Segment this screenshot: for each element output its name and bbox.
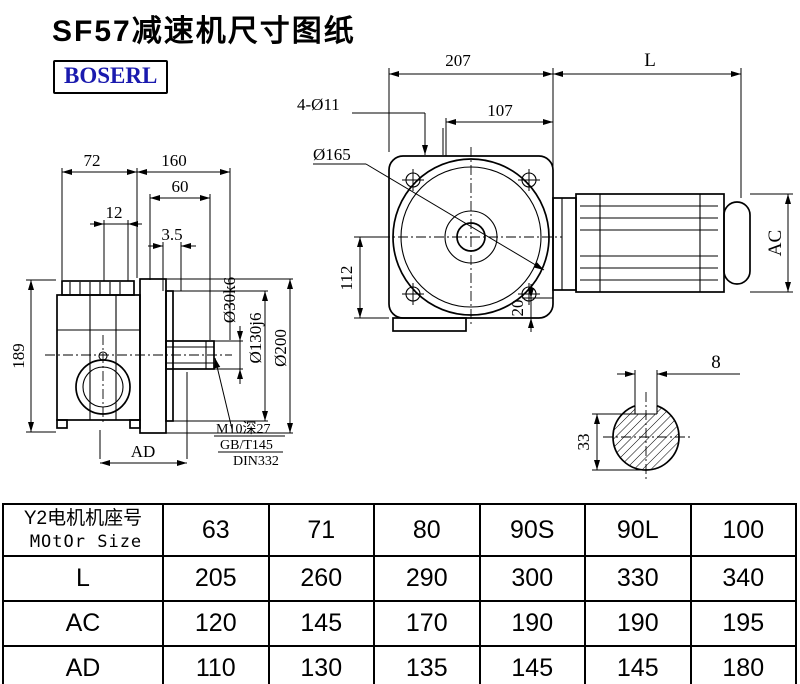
dim-shaft-dia xyxy=(214,326,243,384)
dim-33 xyxy=(592,413,646,471)
dim-AC xyxy=(750,193,793,293)
value-cell: 130 xyxy=(267,645,375,684)
dim-112-label: 112 xyxy=(337,266,356,291)
value-cell: 260 xyxy=(267,555,375,602)
dim-L-label: L xyxy=(644,50,656,71)
dim-72-160 xyxy=(61,168,231,340)
value-cell: 180 xyxy=(689,645,797,684)
dim-107 xyxy=(445,118,553,156)
value-cell: 190 xyxy=(584,600,692,647)
dim-107-label: 107 xyxy=(487,101,513,120)
table-row-AD: AD 110 130 135 145 145 180 xyxy=(2,645,797,684)
dim-189-label: 189 xyxy=(9,343,28,369)
dim-72-label: 72 xyxy=(84,151,101,170)
value-cell: 135 xyxy=(373,645,481,684)
value-cell: 120 xyxy=(162,600,270,647)
flange-spigot xyxy=(165,290,174,422)
right-view-gearbox-motor: 207 L 107 4-Ø11 Ø165 xyxy=(297,50,793,332)
dim-spigot-dia xyxy=(173,290,268,422)
page-title: SF57减速机尺寸图纸 xyxy=(52,15,356,48)
value-cell: 145 xyxy=(478,645,586,684)
motor-body xyxy=(575,193,725,293)
dim-207-label: 207 xyxy=(445,51,471,70)
dia165-callout: Ø165 xyxy=(313,145,545,271)
gearbox-body xyxy=(56,294,141,421)
value-cell: 110 xyxy=(162,645,270,684)
motor-adapter xyxy=(552,197,577,291)
motor-size-header-cell: Y2电机机座号 MOtOr Size xyxy=(2,503,164,557)
size-header-cell: 71 xyxy=(267,503,375,557)
dim-shaft-dia-label: Ø30k6 xyxy=(220,277,239,323)
motor-end-cap xyxy=(723,201,751,285)
row-label-cell: AD xyxy=(2,645,164,684)
tap-note-line2: GB/T145 xyxy=(220,438,273,453)
size-header-cell: 90L xyxy=(584,503,692,557)
motor-size-header-en: MOtOr Size xyxy=(29,532,143,552)
value-cell: 330 xyxy=(584,555,692,602)
dim-20 xyxy=(522,284,553,332)
dim-flange-dia xyxy=(166,278,293,434)
size-header-cell: 90S xyxy=(478,503,586,557)
row-label-cell: L xyxy=(2,555,164,602)
dim-160-label: 160 xyxy=(161,151,187,170)
tap-note: M10深27 GB/T145 DIN332 xyxy=(214,357,285,469)
mounting-flange xyxy=(139,278,167,434)
value-cell: 190 xyxy=(478,600,586,647)
gearbox-foot-left xyxy=(56,419,68,429)
dim-60-label: 60 xyxy=(172,177,189,196)
left-view-gearbox: 189 72 160 60 12 xyxy=(9,151,293,469)
gearbox-top-cap xyxy=(61,280,135,296)
tap-note-line1: M10深27 xyxy=(216,421,270,437)
bolt-holes xyxy=(402,169,540,305)
dim-20-label: 20 xyxy=(508,300,527,317)
dim-8-label: 8 xyxy=(711,352,721,373)
gearbox-foot-right xyxy=(129,419,141,429)
dim-AD-label: AD xyxy=(131,442,156,461)
table-row-AC: AC 120 145 170 190 190 195 xyxy=(2,600,797,647)
table-row-L: L 205 260 290 300 330 340 xyxy=(2,555,797,602)
dim-AC-label: AC xyxy=(765,230,786,256)
dim-spigot-dia-label: Ø130j6 xyxy=(246,313,265,364)
value-cell: 300 xyxy=(478,555,586,602)
dim-33-label: 33 xyxy=(574,434,593,451)
dim-8 xyxy=(617,370,740,406)
motor-fins xyxy=(580,194,718,292)
size-header-cell: 100 xyxy=(689,503,797,557)
dim-12-label: 12 xyxy=(106,203,123,222)
dim-12 xyxy=(90,220,142,281)
dim-3-5 xyxy=(148,242,196,291)
gearbox-fins xyxy=(57,282,140,420)
technical-drawing: 189 72 160 60 12 xyxy=(9,50,793,482)
dim-60 xyxy=(149,194,211,340)
value-cell: 340 xyxy=(689,555,797,602)
dim-207-L xyxy=(388,68,742,198)
dim-189 xyxy=(26,279,56,433)
value-cell: 170 xyxy=(373,600,481,647)
value-cell: 195 xyxy=(689,600,797,647)
dim-flange-dia-label: Ø200 xyxy=(271,329,290,367)
table-header-row: Y2电机机座号 MOtOr Size 63 71 80 90S 90L 100 xyxy=(2,503,797,557)
bolt-holes-callout: 4-Ø11 xyxy=(297,95,444,155)
size-header-cell: 63 xyxy=(162,503,270,557)
output-bore-circle xyxy=(75,359,131,415)
shaft-section-view: 8 33 xyxy=(574,352,740,482)
flange-foot xyxy=(392,317,467,332)
motor-size-header-cn: Y2电机机座号 xyxy=(23,508,143,529)
bolt-holes-label: 4-Ø11 xyxy=(297,95,340,114)
size-header-cell: 80 xyxy=(373,503,481,557)
dim-3-5-label: 3.5 xyxy=(161,225,182,244)
row-label-cell: AC xyxy=(2,600,164,647)
dia165-label: Ø165 xyxy=(313,145,351,164)
value-cell: 205 xyxy=(162,555,270,602)
value-cell: 145 xyxy=(584,645,692,684)
value-cell: 290 xyxy=(373,555,481,602)
dim-112 xyxy=(354,236,389,319)
brand-logo: BOSERL xyxy=(53,60,169,94)
dimension-table: Y2电机机座号 MOtOr Size 63 71 80 90S 90L 100 … xyxy=(2,503,797,684)
dim-AD xyxy=(99,372,188,466)
tap-note-line3: DIN332 xyxy=(233,454,279,469)
value-cell: 145 xyxy=(267,600,375,647)
